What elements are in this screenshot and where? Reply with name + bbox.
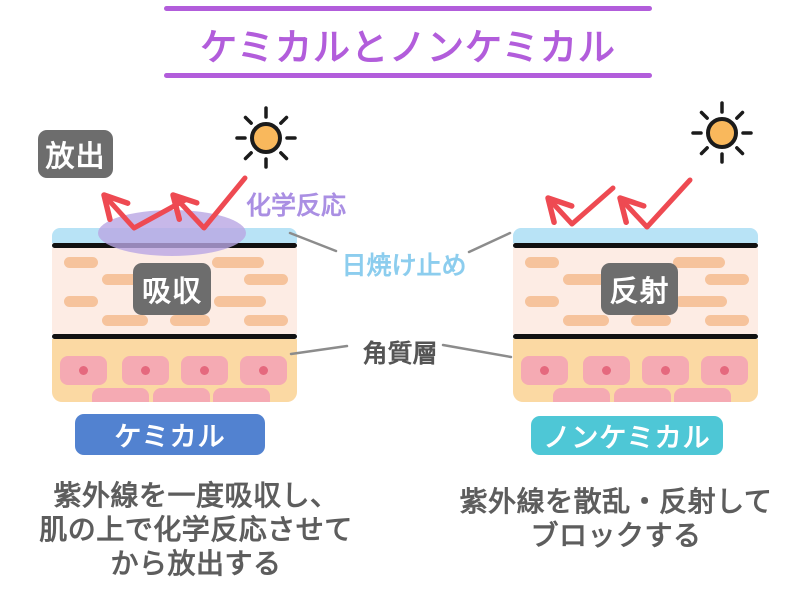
skin-cell-nucleus (141, 366, 150, 375)
skin-texture-pill (214, 296, 266, 307)
skin-cell-nucleus (540, 366, 549, 375)
skin-cell (701, 356, 748, 385)
skin-cell (553, 388, 610, 402)
chemical-description: 紫外線を一度吸収し、 肌の上で化学反応させて から放出する (14, 479, 378, 581)
callout-line-corneum-right (441, 343, 513, 359)
skin-cell-nucleus (200, 366, 209, 375)
badge-nonchemical: ノンケミカル (531, 416, 723, 455)
skin-surface-line (513, 243, 758, 248)
title-rule-bottom (164, 73, 652, 78)
absorb-tag: 吸収 (133, 263, 211, 315)
skin-cell-nucleus (602, 366, 611, 375)
page-title: ケミカルとノンケミカル (200, 26, 616, 69)
skin-texture-pill (64, 257, 98, 268)
skin-texture-pill (244, 274, 288, 285)
skin-cell (181, 356, 228, 385)
skin-cell (92, 388, 149, 402)
sunscreen-label: 日焼け止め (341, 251, 467, 280)
skin-texture-pill (631, 315, 671, 326)
skin-texture-pill (673, 257, 725, 268)
stratum-boundary-line (52, 334, 297, 339)
skin-cell-nucleus (259, 366, 268, 375)
skin-cell (674, 388, 731, 402)
title-block: ケミカルとノンケミカル (164, 6, 652, 84)
release-tag: 放出 (38, 130, 113, 178)
sun-icon (691, 101, 753, 164)
description-line: 紫外線を一度吸収し、 (53, 479, 339, 512)
skin-texture-pill (705, 315, 749, 326)
skin-texture-pill (64, 296, 98, 307)
skin-cell (122, 356, 169, 385)
nonchemical-description: 紫外線を散乱・反射して ブロックする (436, 485, 796, 553)
description-line: 肌の上で化学反応させて (39, 513, 353, 546)
sun-icon (235, 106, 297, 169)
badge-chemical: ケミカル (75, 414, 265, 455)
description-line: ブロックする (530, 519, 702, 552)
skin-texture-pill (525, 296, 559, 307)
uv-reflection-arrow-icon (101, 175, 248, 231)
skin-cell (213, 388, 270, 402)
callout-line-sunscreen-right (467, 231, 512, 254)
skin-cell-nucleus (79, 366, 88, 375)
skin-texture-pill (102, 315, 148, 326)
skin-texture-pill (675, 296, 727, 307)
skin-texture-pill (212, 257, 264, 268)
skin-cell (60, 356, 107, 385)
reflect-tag: 反射 (601, 263, 678, 315)
skin-cell (583, 356, 630, 385)
skin-cell-nucleus (661, 366, 670, 375)
skin-texture-pill (563, 315, 609, 326)
title-rule-top (164, 6, 652, 11)
description-line: 紫外線を散乱・反射して (459, 485, 773, 518)
chemical-reaction-label: 化学反応 (246, 191, 347, 220)
stratum-corneum-label: 角質層 (362, 339, 438, 368)
skin-cell (614, 388, 671, 402)
skin-texture-pill (244, 315, 288, 326)
skin-cell (521, 356, 568, 385)
skin-cell-nucleus (720, 366, 729, 375)
skin-cell (240, 356, 287, 385)
skin-cell (153, 388, 210, 402)
description-line: から放出する (110, 547, 282, 580)
sunscreen-film-layer (513, 228, 758, 243)
skin-texture-pill (525, 257, 559, 268)
callout-line-corneum-left (289, 344, 349, 356)
skin-texture-pill (170, 315, 210, 326)
uv-reflection-arrow-icon (545, 177, 693, 230)
sunscreen-film-layer (52, 228, 297, 243)
skin-texture-pill (102, 274, 148, 285)
skin-cell (642, 356, 689, 385)
skin-texture-pill (705, 274, 749, 285)
stratum-boundary-line (513, 334, 758, 339)
skin-texture-pill (563, 274, 609, 285)
